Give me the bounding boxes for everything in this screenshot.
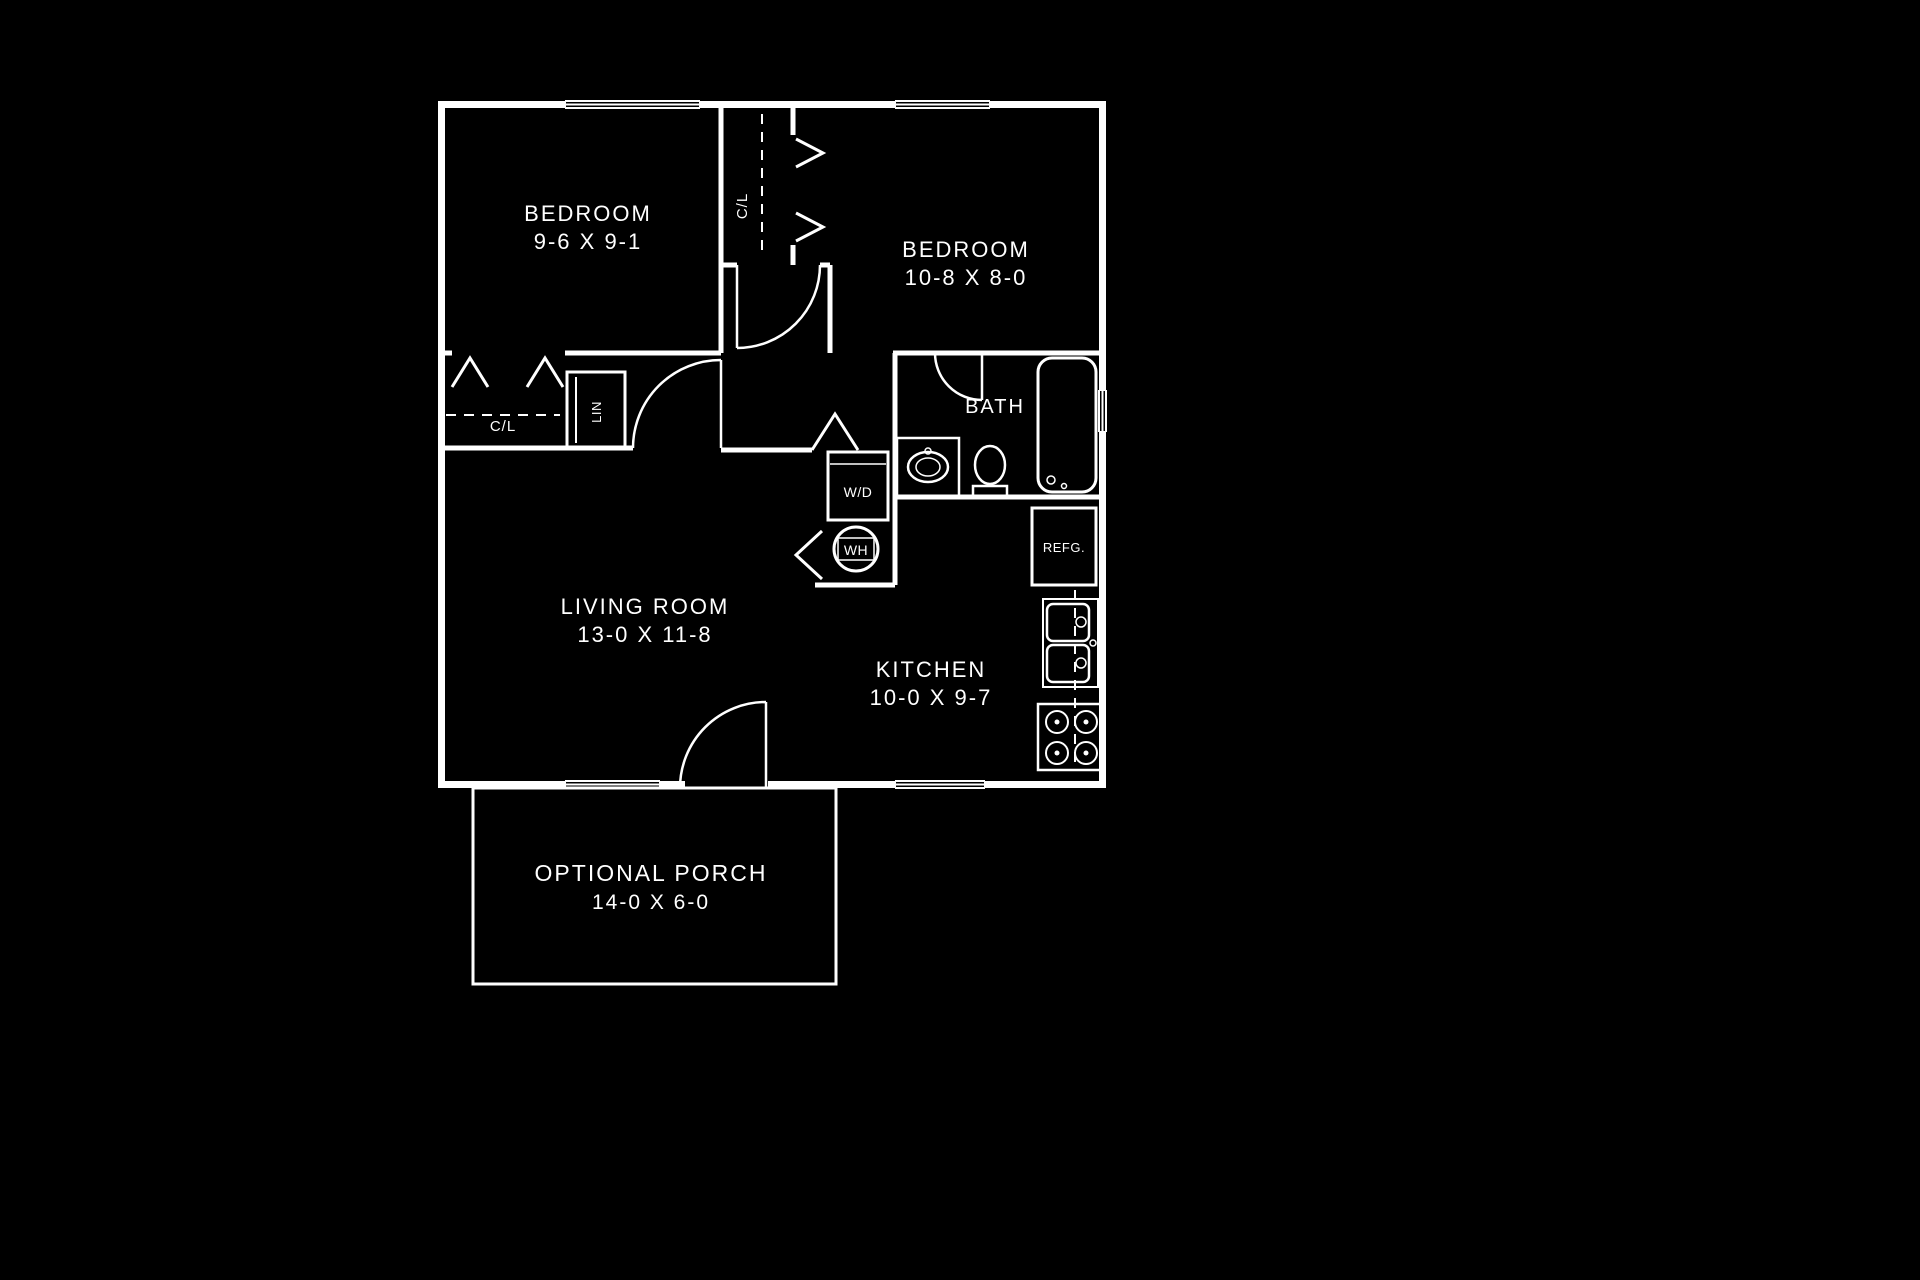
bath-label: BATH — [965, 396, 1025, 418]
exterior-walls — [438, 101, 1106, 788]
sink-bowl — [1045, 602, 1091, 643]
toilet-bowl — [973, 444, 1007, 486]
burner-dot — [1054, 750, 1060, 756]
door-entry — [678, 700, 768, 789]
porch — [471, 786, 838, 986]
sink-faucet-icon — [1089, 639, 1097, 647]
vanity-outline — [895, 436, 961, 499]
closet-door-chevrons — [450, 137, 860, 581]
windows — [564, 100, 1107, 789]
window-bath — [1098, 389, 1107, 433]
bifold-door-icon — [795, 211, 827, 243]
water-heater: WH — [832, 525, 880, 573]
linen-closet-label: LIN — [589, 401, 604, 423]
porch-outline — [471, 786, 838, 986]
bathtub — [1036, 356, 1098, 494]
water-heater-label: WH — [844, 542, 868, 558]
porch-dimensions: 14-0 X 6-0 — [592, 891, 710, 914]
door-arcs — [631, 264, 984, 789]
window-bedroom-left — [564, 100, 701, 109]
tub-drain-icon — [1060, 482, 1068, 490]
sink-bowl-inner — [915, 457, 941, 477]
door-hall-closet — [735, 264, 822, 350]
refrigerator: REFG. — [1030, 506, 1098, 587]
range-outline — [1036, 702, 1104, 772]
living-room-label: LIVING ROOM — [561, 594, 730, 619]
interior-walls — [438, 101, 1106, 588]
dashed-lines — [446, 114, 1076, 768]
sink-drain-icon — [1075, 616, 1087, 628]
bedroom-right-dimensions: 10-8 X 8-0 — [905, 265, 1028, 290]
kitchen-sink — [1042, 598, 1099, 688]
bifold-door-icon — [450, 355, 490, 388]
washer-dryer-outline — [826, 450, 890, 522]
porch-label: OPTIONAL PORCH — [535, 860, 768, 886]
toilet-tank — [971, 484, 1009, 499]
bathtub-outline — [1036, 356, 1098, 494]
burner-dot — [1083, 750, 1089, 756]
water-heater-outline — [832, 525, 880, 573]
refrigerator-label: REFG. — [1043, 540, 1085, 555]
bifold-door-icon — [795, 137, 827, 169]
bedroom-right-label: BEDROOM — [902, 237, 1030, 262]
bathroom-sink — [895, 436, 961, 499]
burner-icon — [1045, 710, 1069, 734]
window-bedroom-right — [894, 100, 991, 109]
refrigerator-outline — [1030, 506, 1098, 587]
water-heater-box — [837, 537, 875, 561]
closet-top-label: C/L — [734, 193, 751, 219]
linen-closet-outline — [565, 370, 627, 450]
washer-dryer-label: W/D — [844, 484, 873, 500]
bifold-door-icon — [793, 529, 824, 581]
sink-drain-icon — [1075, 657, 1087, 669]
linen-closet — [565, 370, 627, 450]
room-labels: BEDROOM 9-6 X 9-1 BEDROOM 10-8 X 8-0 C/L… — [490, 193, 1030, 914]
window-kitchen — [894, 780, 986, 789]
closet-left-label: C/L — [490, 418, 516, 435]
sink-bowl — [906, 450, 950, 484]
kitchen-dimensions: 10-0 X 9-7 — [870, 685, 993, 710]
bifold-door-icon — [525, 355, 565, 388]
door-bath — [933, 352, 984, 402]
door-hall-living — [631, 358, 723, 449]
burner-icon — [1074, 741, 1098, 765]
bifold-door-icon — [810, 411, 860, 451]
sink-faucet-icon — [924, 447, 932, 455]
living-room-dimensions: 13-0 X 11-8 — [577, 622, 712, 647]
sink-bowl — [1045, 643, 1091, 684]
kitchen-sink-counter — [1042, 598, 1099, 688]
toilet — [971, 444, 1009, 499]
burner-icon — [1074, 710, 1098, 734]
washer-dryer: W/D — [826, 450, 890, 522]
kitchen-label: KITCHEN — [876, 657, 987, 682]
bedroom-left-label: BEDROOM — [524, 201, 652, 226]
tub-faucet-icon — [1046, 475, 1056, 485]
burner-icon — [1045, 741, 1069, 765]
burner-dot — [1083, 719, 1089, 725]
bedroom-left-dimensions: 9-6 X 9-1 — [534, 229, 643, 254]
burner-dot — [1054, 719, 1060, 725]
range — [1036, 702, 1104, 772]
